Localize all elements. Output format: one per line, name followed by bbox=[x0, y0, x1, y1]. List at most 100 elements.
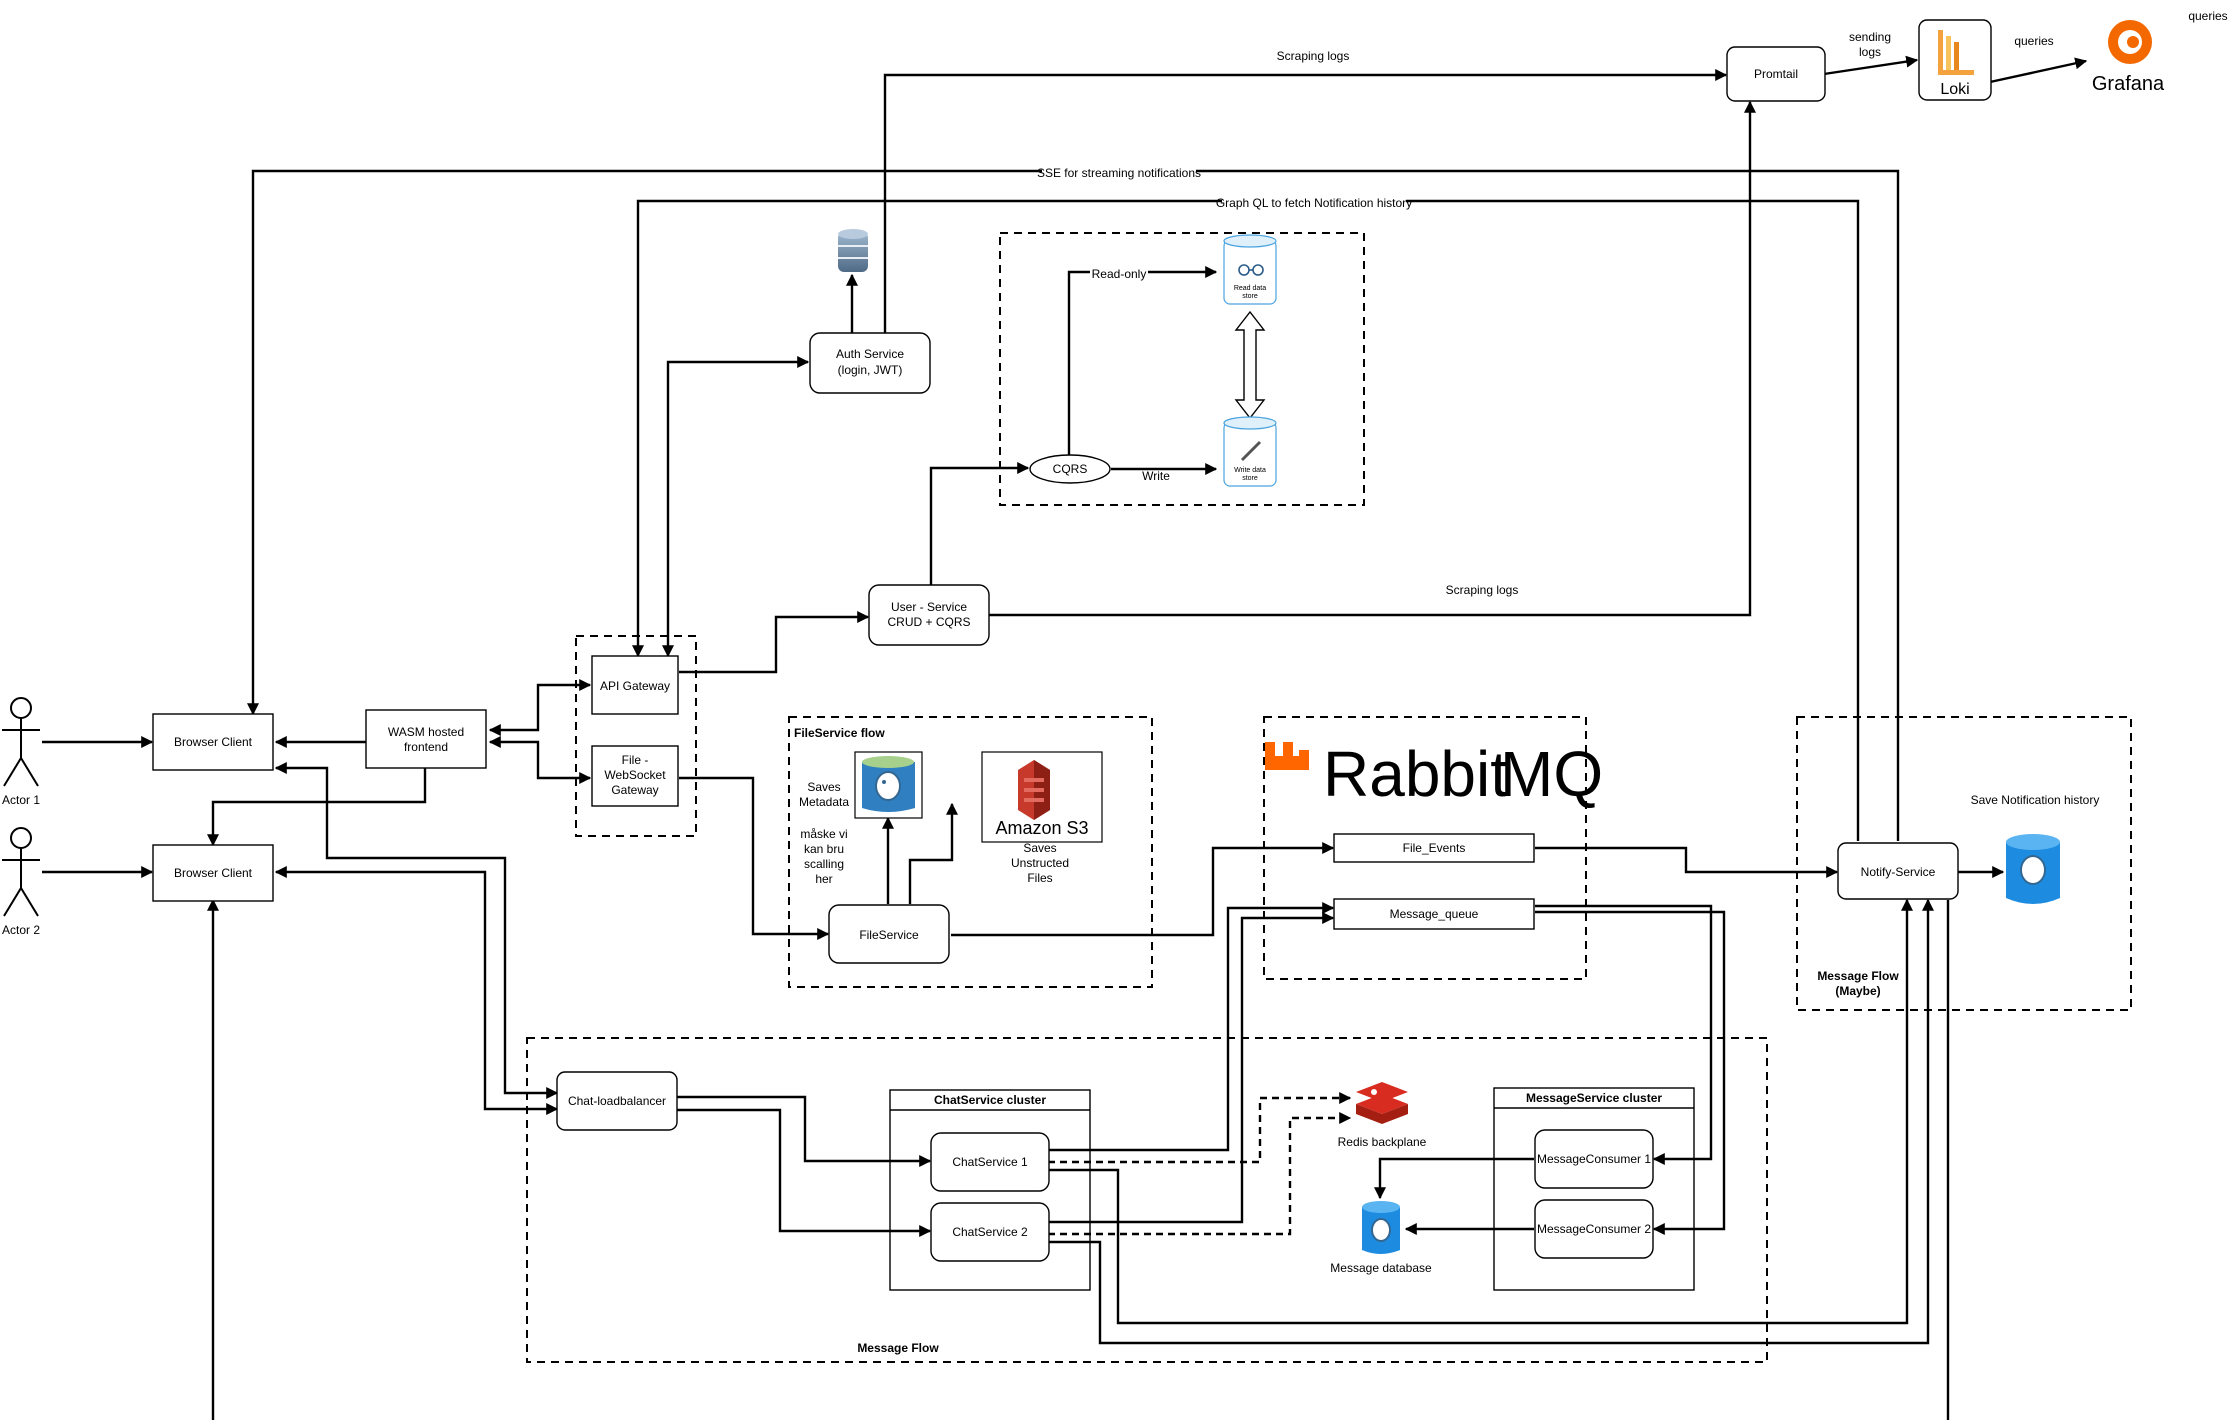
file-service-label: FileService bbox=[859, 928, 919, 942]
chatservice-cluster-label: ChatService cluster bbox=[934, 1093, 1046, 1107]
cqrs-node[interactable]: CQRS bbox=[1029, 454, 1111, 484]
file-gateway-label-1: File - bbox=[622, 753, 649, 767]
scraping-logs-label-mid: Scraping logs bbox=[1446, 583, 1519, 597]
write-label: Write bbox=[1142, 469, 1170, 483]
sse-label: SSE for streaming notifications bbox=[1037, 166, 1201, 180]
chat-service-1-label: ChatService 1 bbox=[952, 1155, 1028, 1169]
write-store-label: Write data bbox=[1234, 467, 1266, 474]
notify-service[interactable]: Notify-Service bbox=[1837, 842, 1959, 900]
sending-logs-label-2: logs bbox=[1859, 45, 1881, 59]
graphql-label: Graph QL to fetch Notification history bbox=[1216, 196, 1412, 210]
loki-label: Loki bbox=[1940, 81, 1969, 98]
fileservice-flow-label: FileService flow bbox=[794, 726, 885, 740]
user-service[interactable]: User - Service CRUD + CQRS bbox=[868, 584, 990, 646]
message-flow-label: Message Flow bbox=[857, 1341, 939, 1355]
fileservice-flow-group bbox=[788, 716, 1153, 988]
messageservice-cluster-label: MessageService cluster bbox=[1526, 1091, 1662, 1105]
file-websocket-gateway[interactable]: File - WebSocket Gateway bbox=[591, 745, 679, 807]
chat-loadbalancer-label: Chat-loadbalancer bbox=[568, 1094, 666, 1108]
saves-metadata-label: Saves bbox=[807, 780, 840, 794]
notify-to-browser2 bbox=[207, 898, 1950, 1420]
file-service[interactable]: FileService bbox=[828, 904, 950, 964]
maske-label-4: her bbox=[815, 872, 832, 886]
amazon-s3-label: Amazon S3 bbox=[995, 818, 1088, 838]
file-gateway-label-3: Gateway bbox=[611, 783, 658, 797]
message-consumer-2-label: MessageConsumer 2 bbox=[1537, 1222, 1651, 1236]
rabbitmq-logo-text-a: Rabbit bbox=[1323, 738, 1508, 810]
redis-icon: Redis backplane bbox=[1338, 1082, 1427, 1149]
user-service-label-2: CRUD + CQRS bbox=[887, 615, 970, 629]
message-database-label: Message database bbox=[1330, 1261, 1432, 1275]
message-database-icon: Message database bbox=[1330, 1201, 1432, 1275]
cqrs-group bbox=[999, 232, 1365, 506]
write-store-label-2: store bbox=[1242, 475, 1258, 482]
grafana-label: Grafana bbox=[2092, 73, 2165, 95]
actor-1: Actor 1 bbox=[2, 697, 40, 807]
amazon-s3-icon: Amazon S3 bbox=[981, 751, 1103, 843]
chat-service-2-label: ChatService 2 bbox=[952, 1225, 1028, 1239]
read-data-store-icon: Read data store bbox=[1223, 234, 1277, 305]
notify-service-label: Notify-Service bbox=[1861, 865, 1936, 879]
message-queue-label: Message_queue bbox=[1390, 907, 1479, 921]
read-store-label-2: store bbox=[1242, 293, 1258, 300]
message-consumer-1[interactable]: MessageConsumer 1 bbox=[1534, 1129, 1654, 1189]
rabbitmq-logo: Rabbit MQ bbox=[1265, 738, 1603, 810]
wasm-frontend-label-2: frontend bbox=[404, 740, 448, 754]
browser-client-2[interactable]: Browser Client bbox=[152, 844, 274, 902]
saves-unstructed-label-2: Unstructed bbox=[1011, 856, 1069, 870]
file-events-queue[interactable]: File_Events bbox=[1333, 833, 1535, 863]
user-service-label: User - Service bbox=[891, 600, 967, 614]
grafana-icon: Grafana bbox=[2092, 20, 2165, 95]
postgres-db-icon bbox=[854, 751, 923, 819]
scraping-logs-label-top: Scraping logs bbox=[1277, 49, 1350, 63]
redis-backplane-label: Redis backplane bbox=[1338, 1135, 1427, 1149]
loki-icon: Loki bbox=[1918, 19, 1992, 101]
actor-2: Actor 2 bbox=[2, 827, 40, 937]
api-gateway-label: API Gateway bbox=[600, 679, 670, 693]
chat-loadbalancer[interactable]: Chat-loadbalancer bbox=[556, 1071, 678, 1131]
sending-logs-label: sending bbox=[1849, 30, 1891, 44]
browser-client-2-label: Browser Client bbox=[174, 866, 253, 880]
notification-db-icon bbox=[2006, 834, 2060, 904]
auth-service-label: Auth Service bbox=[836, 347, 904, 361]
auth-service-label-2: (login, JWT) bbox=[838, 363, 903, 377]
browser-client-1[interactable]: Browser Client bbox=[152, 713, 274, 771]
message-flow-maybe-sub: (Maybe) bbox=[1835, 984, 1880, 998]
promtail-label: Promtail bbox=[1754, 67, 1798, 81]
file-gateway-label-2: WebSocket bbox=[604, 768, 666, 782]
maske-label-1: måske vi bbox=[800, 827, 847, 841]
database-server-icon bbox=[838, 229, 868, 272]
saves-unstructed-label-3: Files bbox=[1027, 871, 1052, 885]
message-consumer-1-label: MessageConsumer 1 bbox=[1537, 1152, 1651, 1166]
message-queue[interactable]: Message_queue bbox=[1333, 898, 1535, 930]
rabbitmq-logo-text-b: MQ bbox=[1500, 738, 1603, 810]
queries-label-1: queries bbox=[2014, 34, 2053, 48]
saves-metadata-label-2: Metadata bbox=[799, 795, 849, 809]
chat-service-1[interactable]: ChatService 1 bbox=[930, 1132, 1050, 1192]
maske-label-3: scalling bbox=[804, 857, 844, 871]
save-notification-history-label: Save Notification history bbox=[1971, 793, 2100, 807]
saves-unstructed-label: Saves bbox=[1023, 841, 1056, 855]
actor-2-label: Actor 2 bbox=[2, 923, 40, 937]
read-store-label: Read data bbox=[1234, 285, 1266, 292]
message-flow-maybe-label: Message Flow bbox=[1817, 969, 1899, 983]
auth-service[interactable]: Auth Service (login, JWT) bbox=[809, 332, 931, 394]
wasm-frontend-label: WASM hosted bbox=[388, 725, 464, 739]
read-only-label: Read-only bbox=[1092, 267, 1147, 281]
notify-group bbox=[1796, 716, 2132, 1011]
browser-client-1-label: Browser Client bbox=[174, 735, 253, 749]
actor-1-label: Actor 1 bbox=[2, 793, 40, 807]
chatservice-cluster bbox=[889, 1089, 1091, 1291]
promtail[interactable]: Promtail bbox=[1726, 46, 1826, 102]
message-consumer-2[interactable]: MessageConsumer 2 bbox=[1534, 1199, 1654, 1259]
cqrs-label: CQRS bbox=[1053, 462, 1088, 476]
maske-label-2: kan bru bbox=[804, 842, 844, 856]
api-gateway[interactable]: API Gateway bbox=[591, 655, 679, 715]
chat-service-2[interactable]: ChatService 2 bbox=[930, 1202, 1050, 1262]
write-data-store-icon: Write data store bbox=[1223, 416, 1277, 487]
queries-label-2: queries bbox=[2188, 9, 2227, 23]
messageservice-cluster bbox=[1493, 1087, 1695, 1291]
message-flow-group bbox=[526, 1037, 1768, 1363]
wasm-frontend[interactable]: WASM hosted frontend bbox=[365, 709, 487, 769]
